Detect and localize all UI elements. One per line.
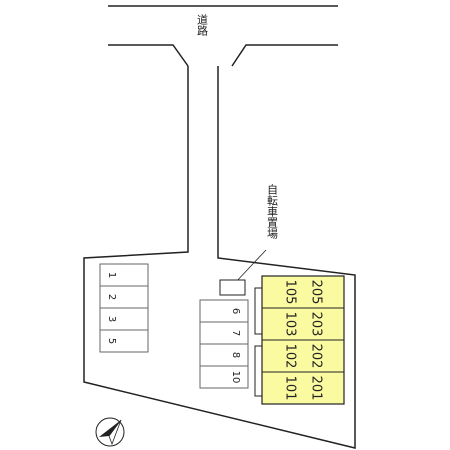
unit-number-upper: 201 bbox=[309, 376, 324, 401]
unit-number-lower: 105 bbox=[283, 280, 298, 305]
site-boundary bbox=[83, 66, 356, 449]
north-arrow-icon bbox=[95, 417, 125, 447]
parking-slot-label: 1 bbox=[106, 272, 117, 278]
apartment-building: 205 105 203 103 202 102 201 101 bbox=[254, 275, 345, 405]
parking-slot bbox=[99, 329, 149, 353]
parking-slot bbox=[199, 365, 249, 389]
bike-parking-label: 自転車置場 bbox=[266, 184, 279, 240]
parking-right-block: 6 7 8 10 bbox=[199, 299, 249, 389]
parking-left-block: 1 2 3 5 bbox=[99, 263, 149, 353]
unit-number-upper: 202 bbox=[309, 344, 324, 369]
road-edge-bottom bbox=[108, 44, 338, 67]
parking-slot-label: 2 bbox=[106, 294, 117, 300]
parking-slot-label: 6 bbox=[230, 308, 241, 314]
parking-slot-label: 8 bbox=[230, 352, 241, 358]
parking-slot-label: 7 bbox=[230, 330, 241, 336]
bike-parking-area bbox=[219, 279, 246, 296]
balcony-bracket bbox=[254, 287, 262, 397]
road-label: 道路 bbox=[196, 13, 209, 37]
parking-slot-label: 5 bbox=[106, 338, 117, 344]
unit-number-lower: 102 bbox=[283, 344, 298, 369]
parking-slot-label: 3 bbox=[106, 316, 117, 322]
unit-number-upper: 205 bbox=[309, 280, 324, 305]
parking-slot-label: 10 bbox=[230, 371, 241, 384]
unit-number-lower: 103 bbox=[283, 312, 298, 337]
unit-number-upper: 203 bbox=[309, 312, 324, 337]
unit-number-lower: 101 bbox=[283, 376, 298, 401]
bike-parking-leader bbox=[233, 249, 267, 285]
